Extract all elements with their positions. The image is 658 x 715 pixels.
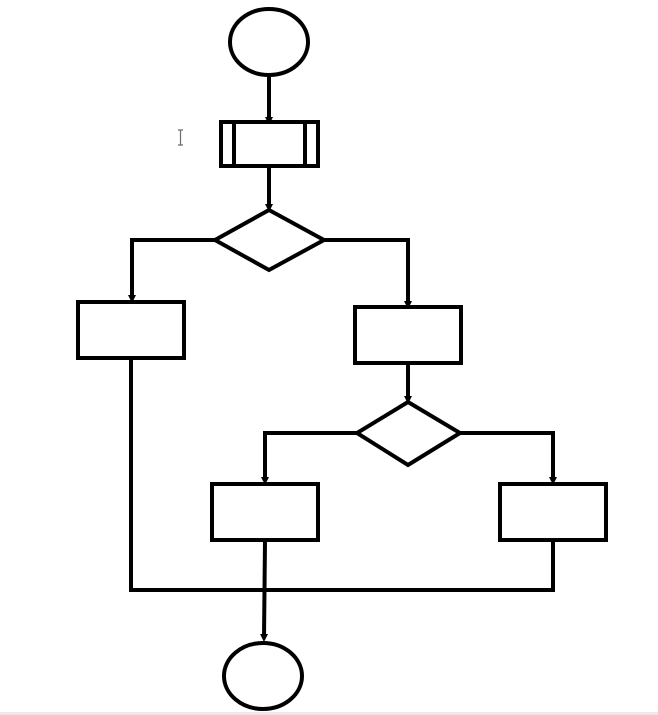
edge-decision2-to-bottom-left[interactable]: [261, 431, 357, 485]
start-terminal[interactable]: [228, 7, 310, 77]
process-right-box[interactable]: [353, 305, 463, 365]
connectors: [128, 77, 557, 642]
edge-decision1-to-left[interactable]: [128, 238, 215, 303]
edge-decision2-to-bottom-right[interactable]: [460, 431, 557, 485]
process-bottom-right-box[interactable]: [498, 482, 608, 542]
edge-bottom-right-merge[interactable]: [264, 541, 555, 592]
decision-1-diamond[interactable]: [210, 207, 329, 273]
nodes: [76, 7, 608, 711]
process-left-box[interactable]: [76, 300, 186, 360]
edge-left-merge[interactable]: [129, 358, 264, 592]
edge-decision1-to-right[interactable]: [324, 238, 412, 309]
decision-2-diamond[interactable]: [353, 399, 464, 468]
text-cursor-icon: [178, 129, 183, 146]
edge-merge-to-end[interactable]: [260, 540, 269, 642]
predefined-process-node[interactable]: [219, 120, 320, 168]
process-bottom-left-box[interactable]: [210, 482, 320, 542]
bottom-edge-strip: [0, 712, 658, 715]
end-terminal[interactable]: [222, 641, 304, 711]
